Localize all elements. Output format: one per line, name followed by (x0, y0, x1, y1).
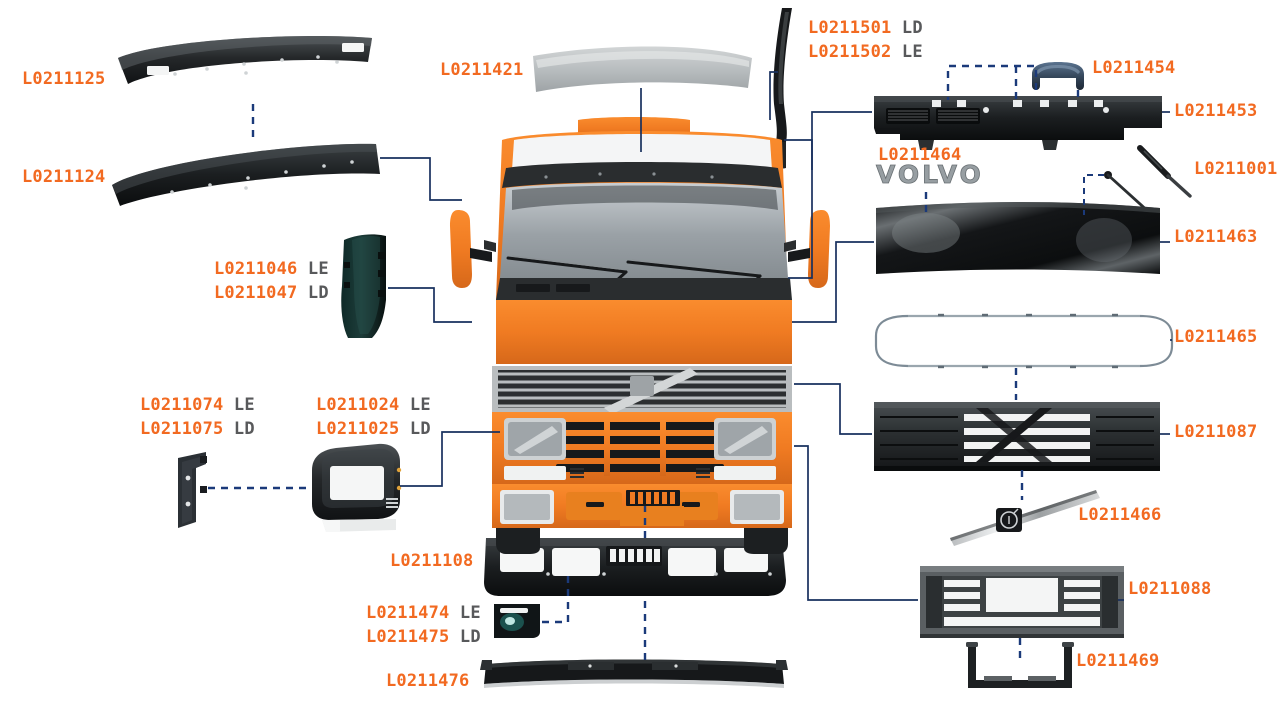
part-bumper (484, 538, 786, 596)
leader-fog-lamp (542, 572, 570, 624)
label-sun-visor-inner: L0211124 (22, 167, 106, 187)
headlamp-upper-left (504, 418, 566, 460)
label-grab-handle: L0211454 (1092, 58, 1176, 78)
part-lower-valance (480, 659, 788, 688)
part-fender (341, 234, 386, 338)
headlamp-upper-right (714, 418, 776, 460)
part-seal-frame (874, 313, 1174, 369)
truck-cab-illustration (450, 117, 830, 554)
label-headlamp-housing-ld: L0211025 LD (316, 419, 431, 439)
leader-sun-visor-inner (380, 157, 462, 201)
label-gas-strut: L0211001 (1194, 159, 1278, 179)
leader-upper-grille (794, 383, 872, 435)
part-fog-lamp (494, 604, 540, 638)
mirror-left (450, 210, 496, 288)
label-corner-trim-ld: L0211075 LD (140, 419, 255, 439)
label-hood-panel: L0211463 (1174, 227, 1258, 247)
label-bumper: L0211108 (390, 551, 474, 571)
label-sun-visor-outer: L0211125 (22, 69, 106, 89)
label-upper-grille: L0211087 (1174, 422, 1258, 442)
label-fog-lamp-ld: L0211475 LD (366, 627, 481, 647)
part-roof-spoiler (533, 46, 752, 92)
part-grille-bracket (966, 642, 1074, 688)
part-gas-struts (1104, 145, 1192, 215)
label-corner-trim-le: L0211074 LE (140, 395, 255, 415)
headlamp-lower (500, 490, 784, 524)
svg-text:VOLVO: VOLVO (876, 160, 984, 189)
mirror-right (784, 210, 830, 288)
leader-lower-grille (794, 445, 918, 601)
part-volvo-lettering: VOLVO VOLVO (876, 160, 984, 190)
label-a-pillar-trim-le: L0211502 LE (808, 42, 923, 62)
part-sun-visor-inner (112, 143, 380, 206)
label-lower-grille: L0211088 (1128, 579, 1212, 599)
part-lower-grille (920, 566, 1124, 638)
part-grab-handle (1032, 62, 1084, 90)
part-hood-panel (876, 202, 1160, 274)
label-emblem-bar: L0211466 (1078, 505, 1162, 525)
label-fog-lamp-le: L0211474 LE (366, 603, 481, 623)
part-sun-visor-outer (118, 36, 372, 84)
leader-hood-panel (792, 241, 874, 323)
leader-gas-strut (1083, 174, 1104, 215)
leader-fender (388, 287, 472, 323)
label-volvo-lettering: L0211464 (878, 145, 962, 165)
label-fender-le: L0211046 LE (214, 259, 329, 279)
leader-header-panel (811, 111, 872, 170)
part-upper-grille (874, 402, 1160, 471)
svg-text:VOLVO: VOLVO (876, 160, 984, 189)
leader-a-pillar (784, 139, 813, 279)
label-a-pillar-trim-ld: L0211501 LD (808, 18, 923, 38)
part-emblem-bar (950, 490, 1100, 546)
label-lower-valance: L0211476 (386, 671, 470, 691)
part-headlamp-housing (312, 443, 402, 532)
leader-a-pillar-top (769, 71, 778, 120)
label-fender-ld: L0211047 LD (214, 283, 329, 303)
label-roof-spoiler: L0211421 (440, 60, 524, 80)
label-header-panel: L0211453 (1174, 101, 1258, 121)
label-seal-frame: L0211465 (1174, 327, 1258, 347)
leader-grab-handle-b (946, 64, 1038, 100)
part-corner-trim (178, 452, 207, 528)
label-grille-bracket: L0211469 (1076, 651, 1160, 671)
leader-headlamp-housing (400, 431, 500, 487)
part-header-panel (874, 96, 1162, 150)
label-headlamp-housing-le: L0211024 LE (316, 395, 431, 415)
